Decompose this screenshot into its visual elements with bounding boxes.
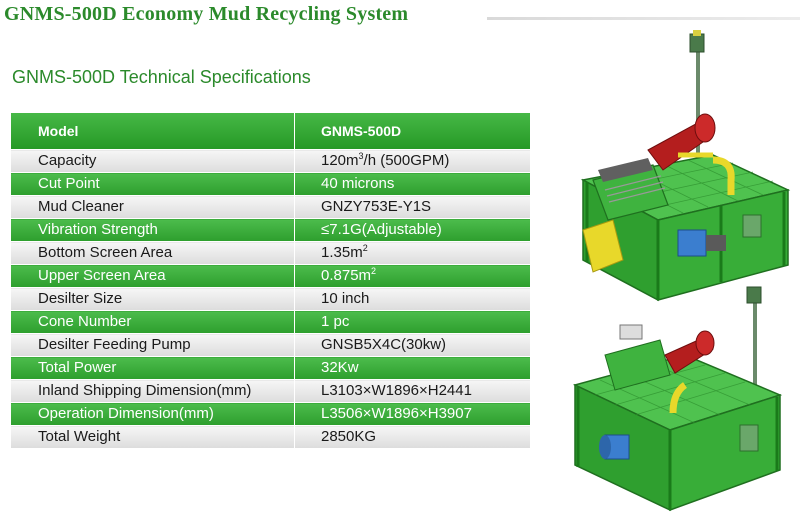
- header-cell-value: GNMS-500D: [294, 113, 530, 150]
- spec-value-superscript: 2: [362, 243, 368, 253]
- spec-value-text: L3103×W1896×H2441: [321, 382, 472, 399]
- spec-value-text: L3506×W1896×H3907: [321, 405, 472, 422]
- spec-label: Vibration Strength: [11, 218, 295, 242]
- spec-value-text: GNZY753E-Y1S: [321, 198, 432, 215]
- table-row: Desilter Feeding Pump GNSB5X4C(30kw): [11, 333, 530, 357]
- spec-value-text: GNSB5X4C(30kw): [321, 336, 447, 353]
- table-header-row: Model GNMS-500D: [11, 113, 530, 150]
- spec-value-text: 2850KG: [321, 428, 377, 445]
- spec-label: Cut Point: [11, 172, 295, 196]
- spec-value: 40 microns: [294, 172, 530, 196]
- spec-value: GNSB5X4C(30kw): [294, 333, 530, 357]
- spec-value-text: ≤7.1G(Adjustable): [321, 221, 442, 238]
- header-cell-label: Model: [11, 113, 295, 150]
- spec-value-text: 40 microns: [321, 175, 395, 192]
- spec-label: Total Power: [11, 356, 295, 380]
- spec-value-text: 10 inch: [321, 290, 370, 307]
- section-subtitle: GNMS-500D Technical Specifications: [12, 67, 311, 87]
- spec-value-text: 1 pc: [321, 313, 350, 330]
- spec-value: 1.35m2: [294, 241, 530, 265]
- spec-value: 2850KG: [294, 425, 530, 449]
- spec-value-text: 1.35m: [321, 244, 363, 261]
- spec-label: Mud Cleaner: [11, 195, 295, 219]
- table-row: Cut Point 40 microns: [11, 172, 530, 196]
- table-row: Desilter Size 10 inch: [11, 287, 530, 311]
- table-row: Total Weight 2850KG: [11, 425, 530, 449]
- spec-label: Capacity: [11, 149, 295, 173]
- spec-value: 0.875m2: [294, 264, 530, 288]
- spec-label: Total Weight: [11, 425, 295, 449]
- spec-value: 1 pc: [294, 310, 530, 334]
- spec-label: Bottom Screen Area: [11, 241, 295, 265]
- spec-value-text: 120m: [321, 152, 359, 169]
- spec-label: Inland Shipping Dimension(mm): [11, 379, 295, 403]
- spec-value-suffix: /h (500GPM): [363, 152, 450, 169]
- spec-value: L3506×W1896×H3907: [294, 402, 530, 426]
- table-row: Total Power 32Kw: [11, 356, 530, 380]
- table-row: Inland Shipping Dimension(mm) L3103×W1896…: [11, 379, 530, 403]
- spec-label: Cone Number: [11, 310, 295, 334]
- spec-value: 10 inch: [294, 287, 530, 311]
- spec-value: GNZY753E-Y1S: [294, 195, 530, 219]
- spec-value-text: 32Kw: [321, 359, 359, 376]
- spec-label: Upper Screen Area: [11, 264, 295, 288]
- spec-value: L3103×W1896×H2441: [294, 379, 530, 403]
- mud-system-image-top: [580, 30, 791, 302]
- spec-value: 32Kw: [294, 356, 530, 380]
- spec-value-text: 0.875m: [321, 267, 372, 284]
- spec-value-superscript: 2: [371, 266, 377, 276]
- table-row: Cone Number 1 pc: [11, 310, 530, 334]
- spec-label: Desilter Size: [11, 287, 295, 311]
- table-row: Mud Cleaner GNZY753E-Y1S: [11, 195, 530, 219]
- table-row: Operation Dimension(mm) L3506×W1896×H3907: [11, 402, 530, 426]
- title-divider: [487, 17, 800, 20]
- table-row: Vibration Strength ≤7.1G(Adjustable): [11, 218, 530, 242]
- mud-system-image-bottom: [572, 286, 783, 512]
- spec-value: 120m3/h (500GPM): [294, 149, 530, 173]
- spec-label: Desilter Feeding Pump: [11, 333, 295, 357]
- spec-label: Operation Dimension(mm): [11, 402, 295, 426]
- spec-value: ≤7.1G(Adjustable): [294, 218, 530, 242]
- spec-value-superscript: 3: [358, 151, 364, 161]
- page-title: GNMS-500D Economy Mud Recycling System: [4, 3, 409, 25]
